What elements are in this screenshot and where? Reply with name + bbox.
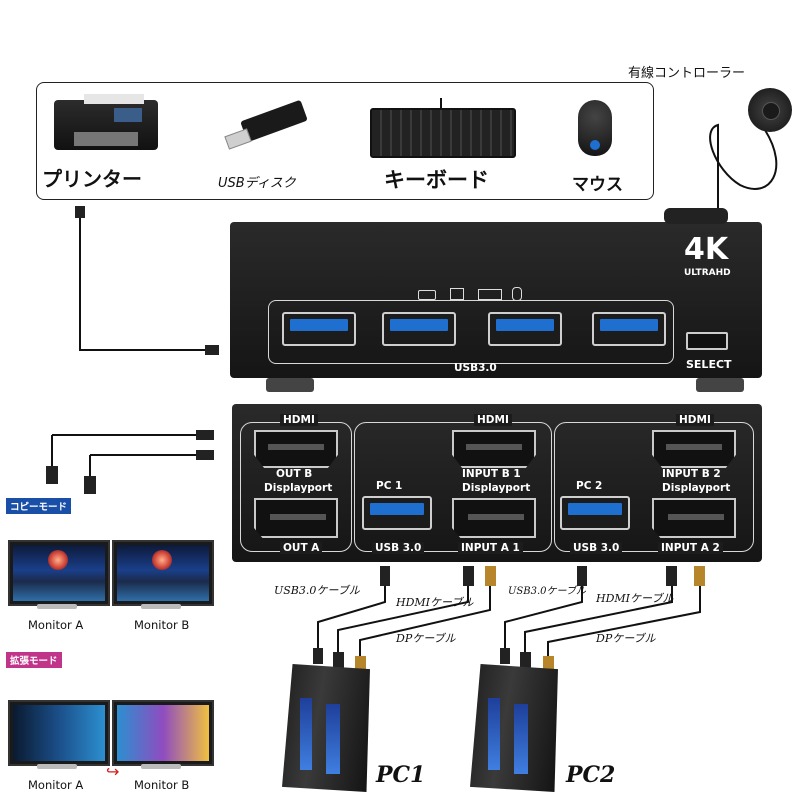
foot bbox=[696, 378, 744, 392]
out-dp-label: Displayport bbox=[264, 482, 333, 494]
hdmi-port-input-b1[interactable] bbox=[452, 430, 536, 468]
mouse-icon bbox=[578, 100, 612, 156]
input-a2-label: INPUT A 2 bbox=[658, 542, 723, 554]
keyboard-icon bbox=[370, 108, 516, 158]
pc2-usb-cable bbox=[504, 585, 583, 650]
monitor-b-extend-label: Monitor B bbox=[134, 778, 190, 792]
pc1-hdmi-cable bbox=[337, 585, 469, 655]
displayport-port-input-a2[interactable] bbox=[652, 498, 736, 538]
input-b1-label: INPUT B 1 bbox=[462, 468, 521, 480]
printer-label: プリンター bbox=[42, 167, 142, 191]
pc2-label: PC 2 bbox=[576, 480, 603, 492]
pc1-usb-cable-label: USB3.0ケーブル bbox=[274, 584, 360, 597]
monitor-b-extend bbox=[112, 700, 214, 766]
input-b2-label: INPUT B 2 bbox=[662, 468, 721, 480]
select-label: SELECT bbox=[686, 358, 732, 371]
monitor-a-extend bbox=[8, 700, 110, 766]
controller-label: 有線コントローラー bbox=[628, 66, 746, 81]
usb-group-label: USB3.0 bbox=[454, 362, 497, 374]
wired-controller-icon[interactable] bbox=[748, 88, 792, 132]
pc1-dp-cable-label: DPケーブル bbox=[396, 632, 456, 645]
out-a-label: OUT A bbox=[280, 542, 323, 554]
pc1-usb-cable bbox=[317, 585, 386, 650]
monitor-a-extend-label: Monitor A bbox=[28, 778, 84, 792]
out-hdmi-label: HDMI bbox=[280, 414, 318, 426]
pc1-label: PC 1 bbox=[376, 480, 403, 492]
usb-disk-label: USBディスク bbox=[218, 176, 296, 191]
printer-icon bbox=[44, 94, 168, 156]
pc1-dp-cable bbox=[359, 585, 491, 660]
usb-port-pc1[interactable] bbox=[362, 496, 432, 530]
controller-cord bbox=[709, 123, 778, 210]
monitor-a-copy-label: Monitor A bbox=[28, 618, 84, 632]
pc2-usb-label: USB 3.0 bbox=[570, 542, 623, 554]
hdmi-port-input-b2[interactable] bbox=[652, 430, 736, 468]
pc1-section-outline bbox=[354, 422, 552, 552]
pc1-hdmi-cable-label: HDMIケーブル bbox=[396, 596, 474, 609]
keyboard-icon-small bbox=[478, 289, 502, 300]
displayport-port-input-a1[interactable] bbox=[452, 498, 536, 538]
out-b-label: OUT B bbox=[276, 468, 313, 480]
usb-port-2[interactable] bbox=[382, 312, 456, 346]
badge-ultrahd: ULTRAHD bbox=[684, 268, 731, 278]
pc2-dp-label: Displayport bbox=[662, 482, 731, 494]
pc2-tower-icon bbox=[470, 664, 560, 794]
pc2-hdmi-label: HDMI bbox=[676, 414, 714, 426]
pc2-dp-cable-label: DPケーブル bbox=[596, 632, 656, 645]
pc1-tower-icon bbox=[282, 664, 372, 794]
printer-icon-small bbox=[450, 288, 464, 300]
badge-4k: 4K bbox=[684, 232, 729, 267]
usb-port-4[interactable] bbox=[592, 312, 666, 346]
controller-port bbox=[664, 208, 728, 224]
mouse-icon-small bbox=[512, 287, 522, 301]
monitor-b-copy-label: Monitor B bbox=[134, 618, 190, 632]
usb-disk-icon bbox=[222, 99, 314, 152]
printer-usb-cable bbox=[79, 215, 210, 351]
foot bbox=[266, 378, 314, 392]
usb-drive-icon bbox=[418, 290, 436, 300]
pc2-label: PC2 bbox=[566, 762, 616, 788]
pc2-usb-cable-label: USB3.0ケーブル bbox=[508, 586, 586, 597]
usb-port-3[interactable] bbox=[488, 312, 562, 346]
copy-mode-tag: コピーモード bbox=[6, 498, 72, 514]
pc1-label: PC1 bbox=[376, 762, 426, 788]
select-button[interactable] bbox=[686, 332, 728, 350]
monitor-b-copy bbox=[112, 540, 214, 606]
pc1-usb-label: USB 3.0 bbox=[372, 542, 425, 554]
usb-port-1[interactable] bbox=[282, 312, 356, 346]
pc2-hdmi-cable bbox=[524, 585, 673, 655]
pc2-dp-cable bbox=[547, 585, 701, 660]
hdmi-port-out-b[interactable] bbox=[254, 430, 338, 468]
mouse-label: マウス bbox=[572, 175, 623, 195]
usb-group-outline bbox=[268, 300, 674, 364]
pc2-section-outline bbox=[554, 422, 754, 552]
pc2-hdmi-cable-label: HDMIケーブル bbox=[596, 592, 674, 605]
extend-mode-tag: 拡張モード bbox=[6, 652, 62, 668]
displayport-port-out-a[interactable] bbox=[254, 498, 338, 538]
usb-port-pc2[interactable] bbox=[560, 496, 630, 530]
input-a1-label: INPUT A 1 bbox=[458, 542, 523, 554]
monitor-a-copy bbox=[8, 540, 110, 606]
pc1-hdmi-label: HDMI bbox=[474, 414, 512, 426]
pc1-dp-label: Displayport bbox=[462, 482, 531, 494]
keyboard-label: キーボード bbox=[384, 168, 489, 192]
extend-arrow-icon: ↪ bbox=[106, 762, 120, 781]
